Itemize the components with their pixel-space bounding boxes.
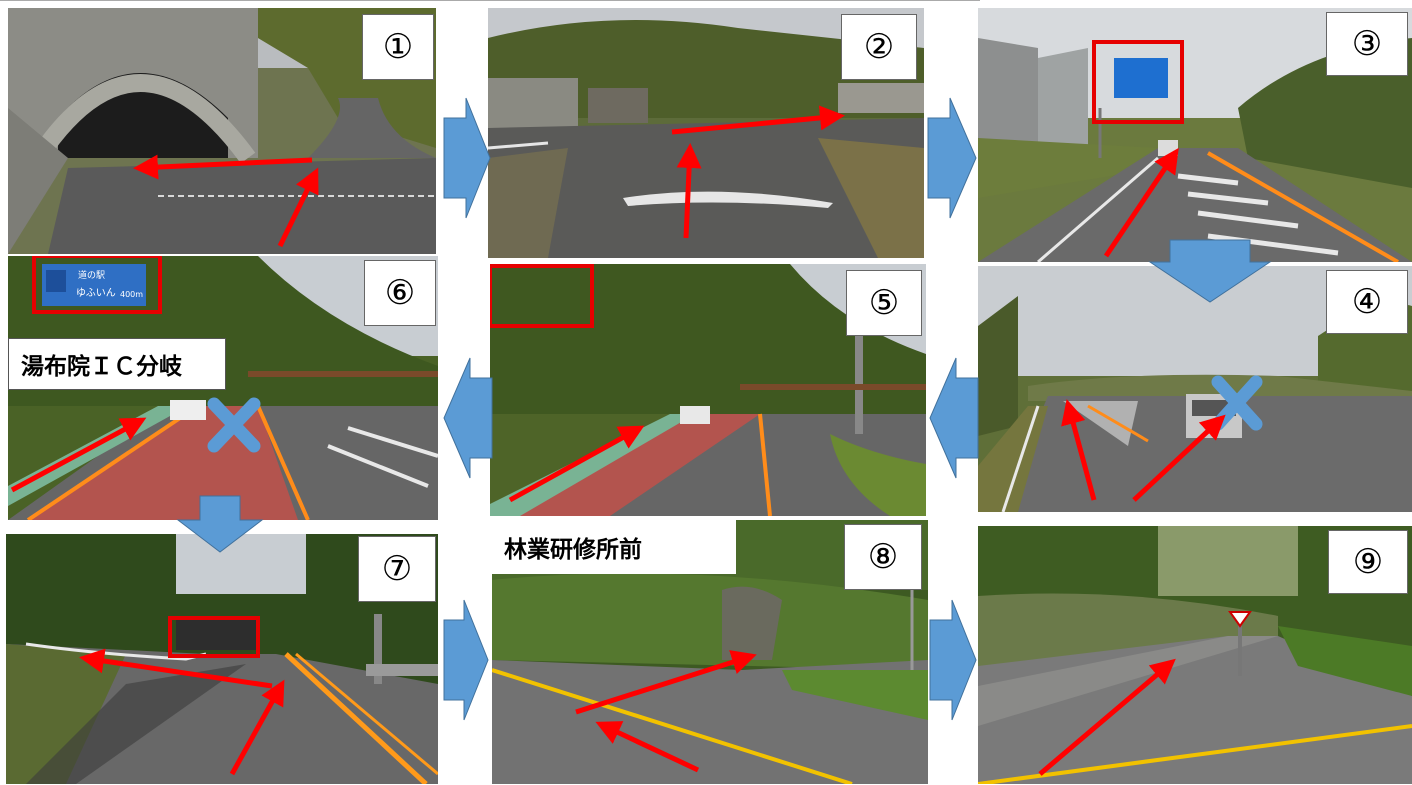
panel-number-9: ⑨ bbox=[1328, 530, 1408, 594]
top-rule bbox=[0, 0, 980, 1]
station-kana-label: ゆふいん bbox=[76, 288, 116, 299]
flow-arrow-2-to-3 bbox=[927, 97, 977, 219]
panel-number-3: ③ bbox=[1326, 12, 1408, 76]
photo-panel-4: ④ bbox=[978, 266, 1412, 512]
forestry-center-caption: 林業研修所前 bbox=[492, 520, 736, 574]
flow-arrow-1-to-2 bbox=[443, 97, 491, 219]
panel-number-8: ⑧ bbox=[844, 524, 922, 590]
flow-arrow-7-to-8 bbox=[443, 599, 489, 721]
panel-number-2: ② bbox=[841, 14, 917, 80]
photo-panel-2: ② bbox=[488, 8, 924, 258]
photo-panel-7: ⑦ bbox=[6, 534, 438, 784]
panel-number-5: ⑤ bbox=[846, 270, 922, 336]
photo-panel-1: ① bbox=[8, 8, 436, 254]
yufuin-ic-caption: 湯布院ＩＣ分岐 bbox=[8, 338, 226, 390]
flow-arrow-5-to-6 bbox=[443, 357, 493, 479]
roadside-station-sign: 道の駅 ゆふいん 400m bbox=[70, 266, 150, 304]
flow-arrow-8-to-9 bbox=[929, 599, 977, 721]
panel-number-6: ⑥ bbox=[364, 260, 436, 326]
direction-sign-highlight bbox=[1092, 40, 1184, 124]
station-name-label: 道の駅 bbox=[78, 271, 106, 281]
station-sign-highlight bbox=[32, 256, 162, 314]
entrance-sign-highlight bbox=[168, 616, 260, 658]
road-sign-highlight bbox=[490, 264, 594, 328]
panel-number-4: ④ bbox=[1326, 270, 1408, 334]
photo-panel-6: 道の駅 ゆふいん 400m ⑥ 湯布院ＩＣ分岐 bbox=[8, 256, 438, 520]
intersection-scene bbox=[488, 8, 924, 258]
flow-arrow-4-to-5 bbox=[929, 357, 979, 479]
panel-number-7: ⑦ bbox=[358, 536, 436, 602]
photo-panel-9: ⑨ bbox=[978, 526, 1412, 784]
panel-number-1: ① bbox=[362, 14, 434, 80]
photo-panel-3: ③ bbox=[978, 8, 1412, 262]
photo-panel-8: 林業研修所前 ⑧ bbox=[492, 520, 928, 784]
station-distance-label: 400m bbox=[120, 290, 144, 299]
photo-panel-5: ⑤ bbox=[490, 264, 926, 516]
